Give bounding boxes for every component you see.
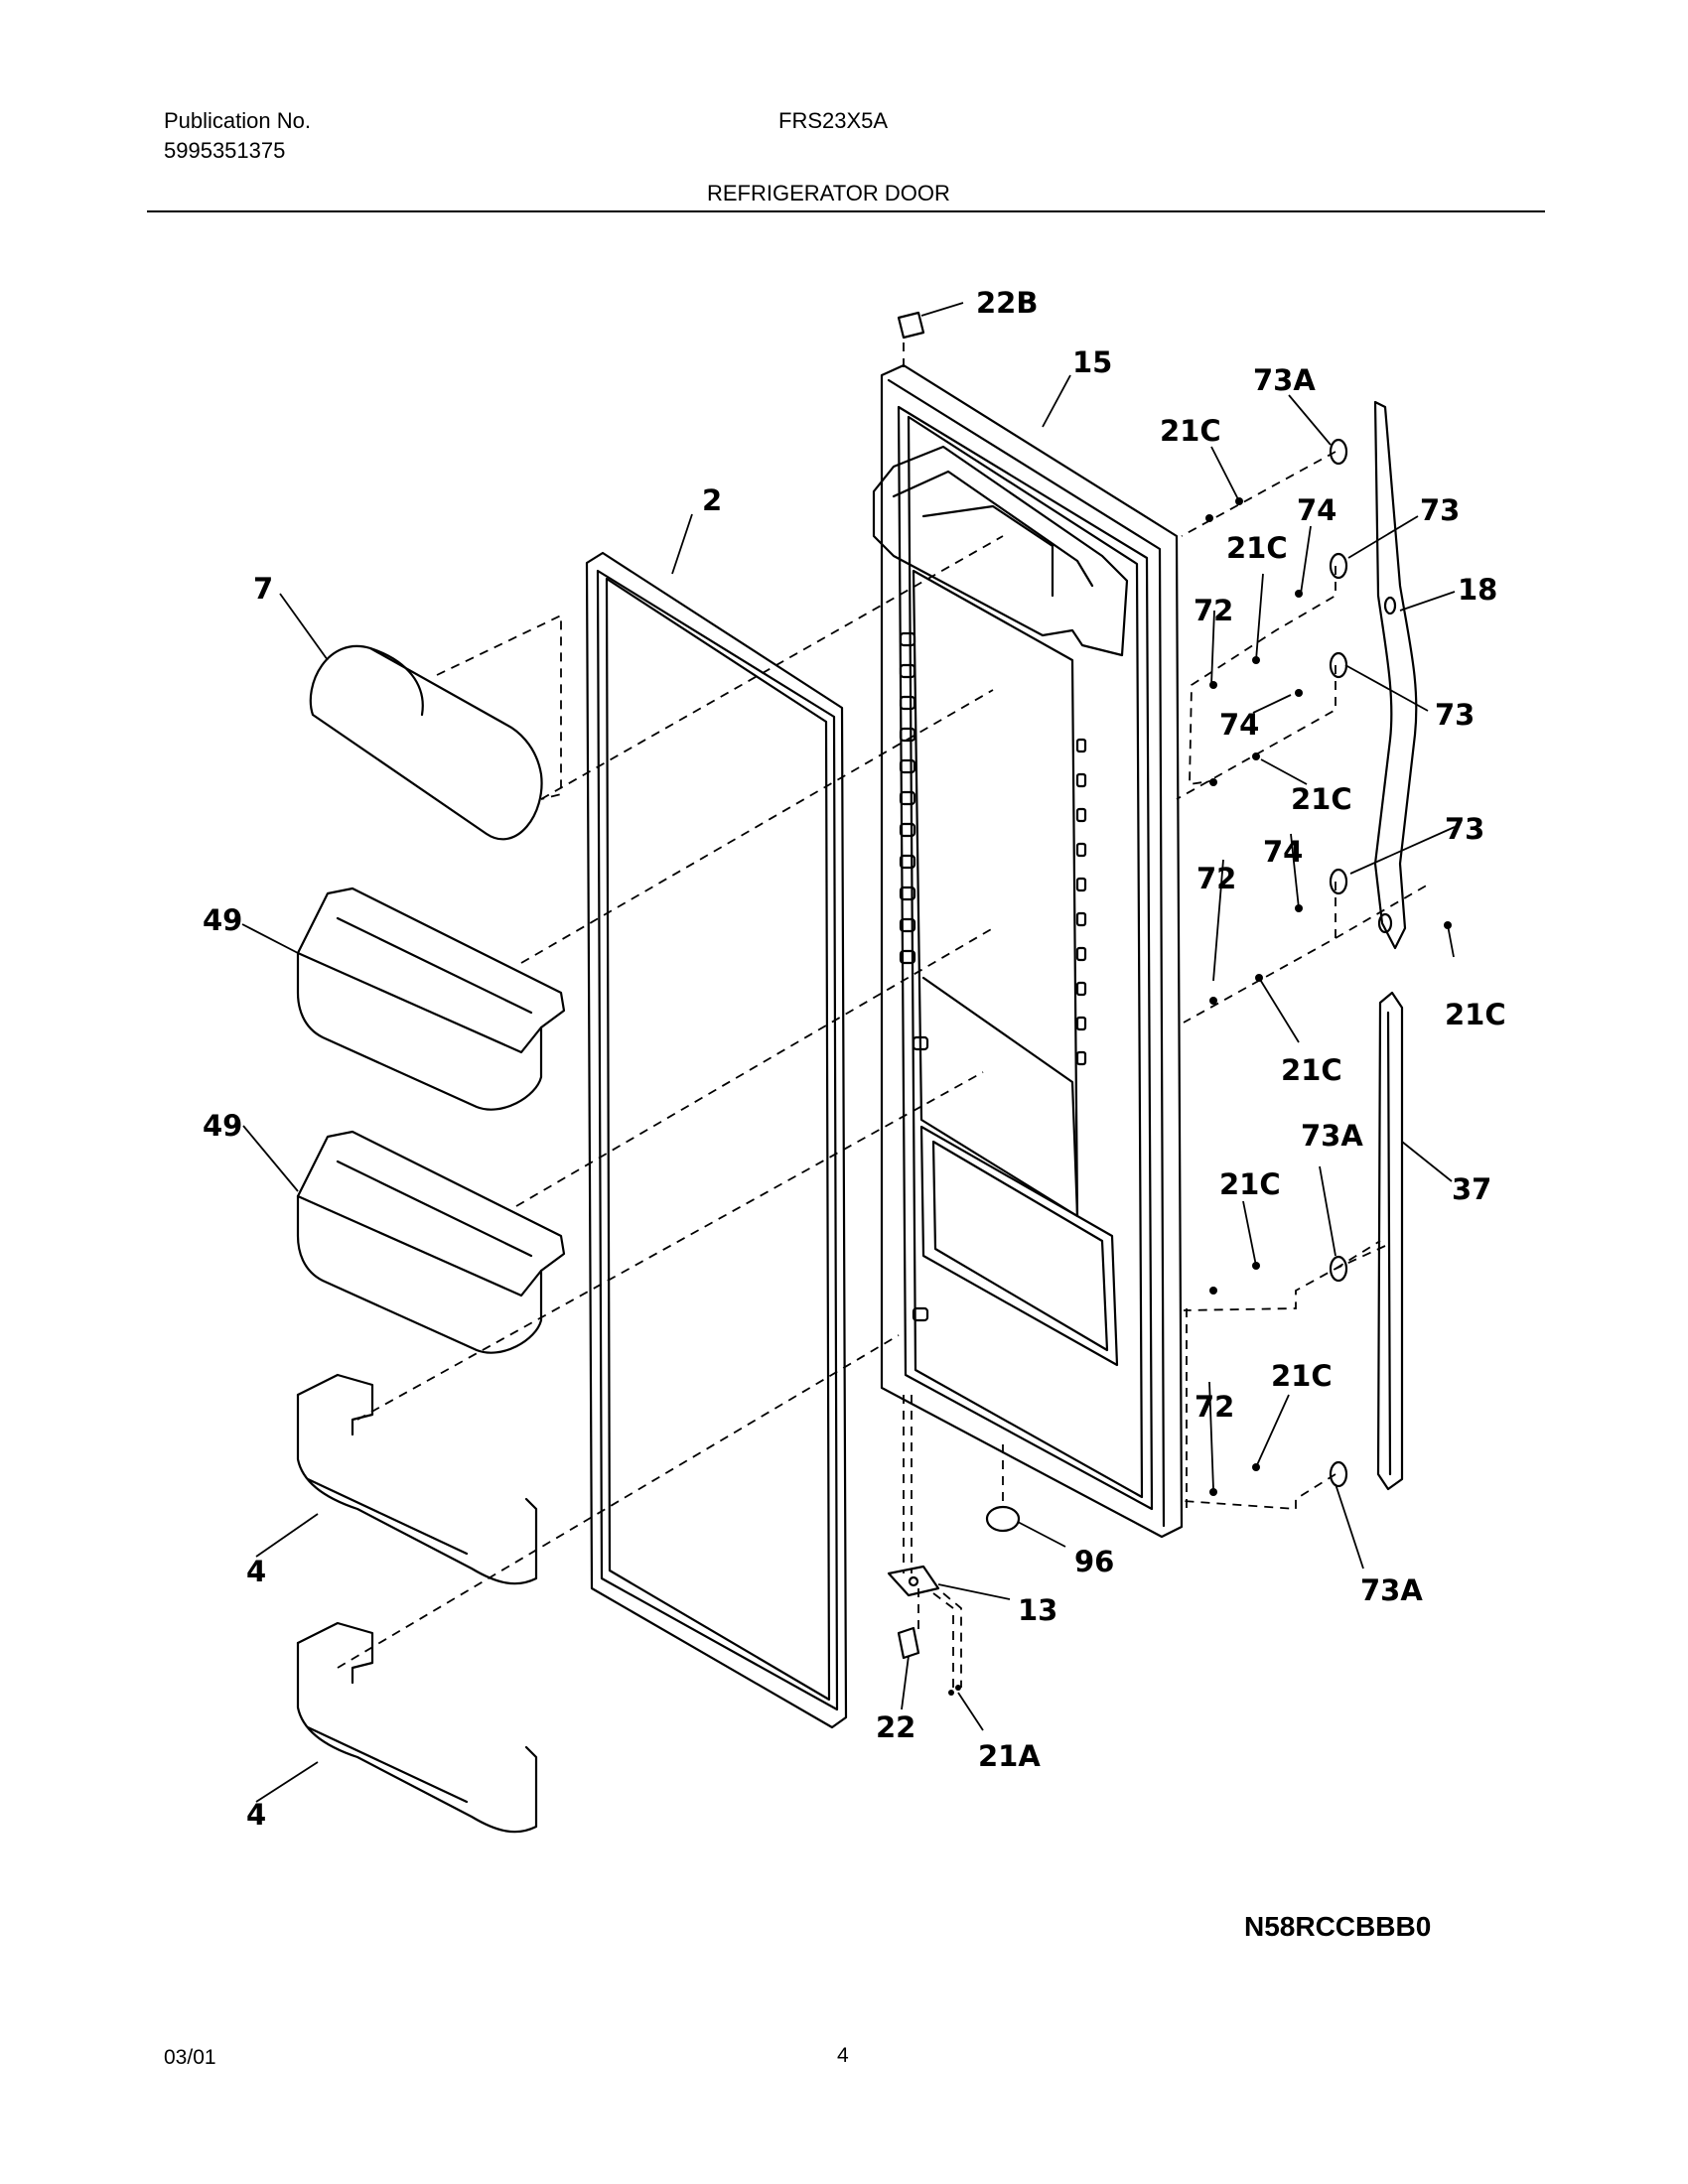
section-title: REFRIGERATOR DOOR: [707, 181, 950, 205]
butter-compartment: [309, 644, 543, 841]
door-outer-panel: [880, 363, 1184, 1539]
callout-21A: 21A: [978, 1739, 1041, 1773]
callout-21C-d: 21C: [1445, 998, 1506, 1031]
callout-73-c: 73: [1445, 812, 1484, 846]
callout-37: 37: [1452, 1172, 1491, 1206]
model-number: FRS23X5A: [778, 108, 889, 133]
callout-21C-e: 21C: [1281, 1053, 1342, 1087]
hinge-pin: [897, 1626, 920, 1660]
assembly-lines: [337, 342, 1431, 1688]
callout-72-b: 72: [1196, 862, 1236, 895]
callout-21C-g: 21C: [1271, 1359, 1333, 1393]
callout-72-c: 72: [1195, 1390, 1234, 1424]
publication-number: 5995351375: [164, 138, 286, 163]
callout-73A-mid: 73A: [1301, 1119, 1363, 1153]
callout-15: 15: [1072, 345, 1112, 379]
part-callouts: 22B 15 73A 21C 74 73 2 7 21C 18 72 74 73…: [203, 286, 1506, 1832]
leader-lines: [241, 302, 1456, 1803]
callout-7: 7: [253, 572, 273, 606]
callout-22: 22: [876, 1710, 915, 1744]
callout-49-a: 49: [203, 903, 242, 937]
footer-date: 03/01: [164, 2046, 216, 2069]
callout-74-a: 74: [1297, 493, 1336, 527]
door-liner: [872, 445, 1129, 1367]
callout-21C-f: 21C: [1219, 1167, 1281, 1201]
callout-72-a: 72: [1194, 594, 1233, 627]
callout-21C-a: 21C: [1160, 414, 1221, 448]
callout-49-b: 49: [203, 1109, 242, 1143]
callout-4-b: 4: [246, 1798, 266, 1832]
callout-96: 96: [1074, 1545, 1114, 1578]
callout-4-a: 4: [246, 1555, 266, 1588]
callout-18: 18: [1458, 573, 1497, 607]
footer-page-number: 4: [837, 2044, 849, 2067]
callout-73A-bot: 73A: [1360, 1573, 1423, 1607]
door-shelf-tray-lower: [296, 1621, 538, 1834]
door-gasket: [585, 551, 848, 1729]
diagram-code: N58RCCBBB0: [1244, 1911, 1431, 1942]
door-handle: [1373, 400, 1418, 950]
callout-74-b: 74: [1219, 708, 1259, 742]
callout-21C-b: 21C: [1226, 531, 1288, 565]
door-shelf-tray-upper: [296, 1373, 538, 1585]
top-hinge-cap: [897, 311, 925, 340]
publication-label: Publication No.: [164, 108, 311, 133]
header-rule: [147, 210, 1545, 212]
callout-13: 13: [1018, 1593, 1057, 1627]
bin-supports-right: [1075, 738, 1087, 1066]
callout-73-a: 73: [1420, 493, 1460, 527]
door-stop: [985, 1505, 1021, 1533]
door-bin-upper: [296, 887, 566, 1111]
callout-73-b: 73: [1435, 698, 1475, 732]
callout-74-c: 74: [1263, 835, 1303, 869]
callout-21C-c: 21C: [1291, 782, 1352, 816]
screws: [948, 497, 1452, 1696]
callout-2: 2: [702, 483, 722, 517]
bin-supports-left: [899, 631, 929, 1322]
handle-trim: [1376, 991, 1404, 1491]
callout-22B: 22B: [976, 286, 1038, 320]
hinge-bracket: [887, 1565, 940, 1597]
door-bin-lower: [296, 1130, 566, 1354]
callout-73A-top: 73A: [1253, 363, 1316, 397]
